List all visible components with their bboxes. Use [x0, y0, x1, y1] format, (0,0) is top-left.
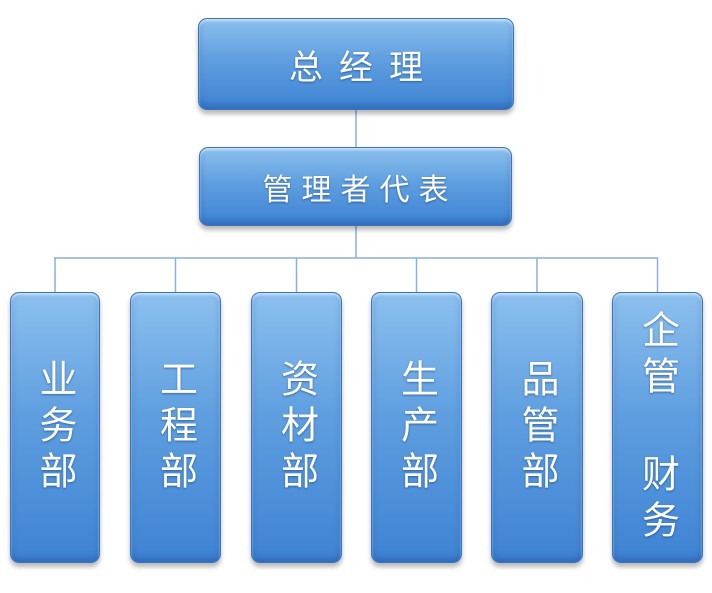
org-node-department-admin-finance: 企管 财务: [612, 292, 703, 563]
org-node-label: 企管 财务: [635, 309, 680, 546]
org-node-label: 品管部: [515, 358, 559, 497]
org-node-general-manager: 总经理: [198, 18, 514, 110]
org-node-label: 总经理: [289, 47, 439, 88]
org-node-department-materials: 资材部: [251, 292, 342, 563]
org-node-label: 资材部: [274, 358, 319, 497]
org-node-department-business: 业务部: [10, 292, 100, 563]
org-node-label: 管理者代表: [262, 172, 458, 208]
org-node-management-representative: 管理者代表: [199, 147, 512, 226]
org-node-label: 业务部: [33, 358, 77, 497]
org-node-label: 工程部: [153, 358, 198, 497]
org-node-department-quality: 品管部: [491, 292, 583, 563]
org-node-department-production: 生产部: [371, 292, 462, 563]
org-node-label: 生产部: [394, 358, 439, 497]
org-node-department-engineering: 工程部: [130, 292, 221, 563]
